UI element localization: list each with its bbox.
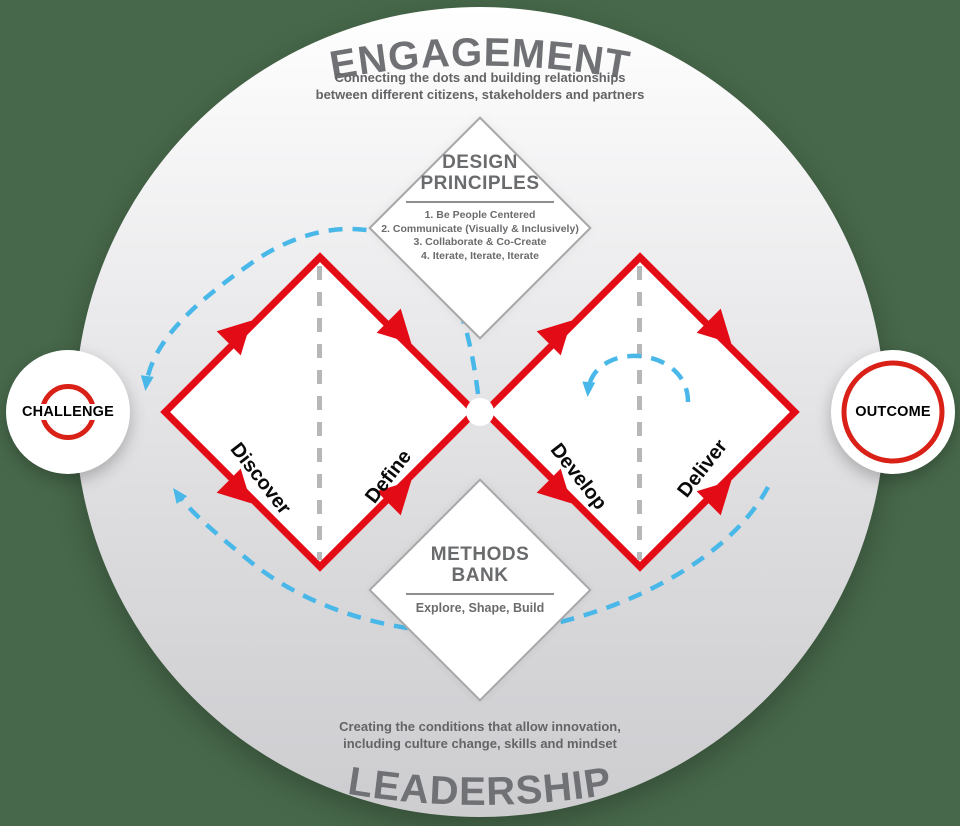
design-principles-title-line2: PRINCIPLES xyxy=(420,173,540,194)
methods-bank-title-line1: METHODS xyxy=(430,544,530,565)
engagement-subtitle-line2: between different citizens, stakeholders… xyxy=(315,87,645,102)
methods-bank-content: METHODS BANK Explore, Shape, Build xyxy=(340,544,620,615)
design-principle-item: 4. Iterate, Iterate, Iterate xyxy=(421,249,539,262)
leadership-subtitle-line2: including culture change, skills and min… xyxy=(343,736,617,751)
methods-bank-title-line2: BANK xyxy=(451,565,509,586)
leadership-subtitle: Creating the conditions that allow innov… xyxy=(0,718,960,752)
divider-line xyxy=(406,593,554,595)
design-principle-item: 1. Be People Centered xyxy=(424,209,536,221)
outcome-ring-icon xyxy=(841,360,945,464)
engagement-subtitle: Connecting the dots and building relatio… xyxy=(0,69,960,103)
methods-bank-subtitle: Explore, Shape, Build xyxy=(415,601,545,615)
design-principles-title-line1: DESIGN xyxy=(442,152,518,173)
divider-line xyxy=(406,201,554,203)
junction-dot xyxy=(466,398,494,426)
outcome-label: OUTCOME xyxy=(855,404,931,420)
challenge-label: CHALLENGE xyxy=(19,404,117,420)
outcome-node: OUTCOME xyxy=(831,350,955,474)
design-principle-item: 3. Collaborate & Co-Create xyxy=(413,236,547,248)
left-diamond-centerline xyxy=(317,266,322,560)
design-principle-item: 2. Communicate (Visually & Inclusively) xyxy=(381,222,579,235)
design-principles-content: DESIGN PRINCIPLES 1. Be People Centered … xyxy=(340,152,620,263)
methods-bank-title: METHODS BANK xyxy=(340,544,620,586)
design-principles-list: 1. Be People Centered 2. Communicate (Vi… xyxy=(340,209,620,263)
challenge-node: CHALLENGE xyxy=(6,350,130,474)
engagement-subtitle-line1: Connecting the dots and building relatio… xyxy=(334,70,626,85)
leadership-subtitle-line1: Creating the conditions that allow innov… xyxy=(339,719,621,734)
design-principles-title: DESIGN PRINCIPLES xyxy=(340,152,620,194)
right-diamond-centerline xyxy=(637,266,642,560)
